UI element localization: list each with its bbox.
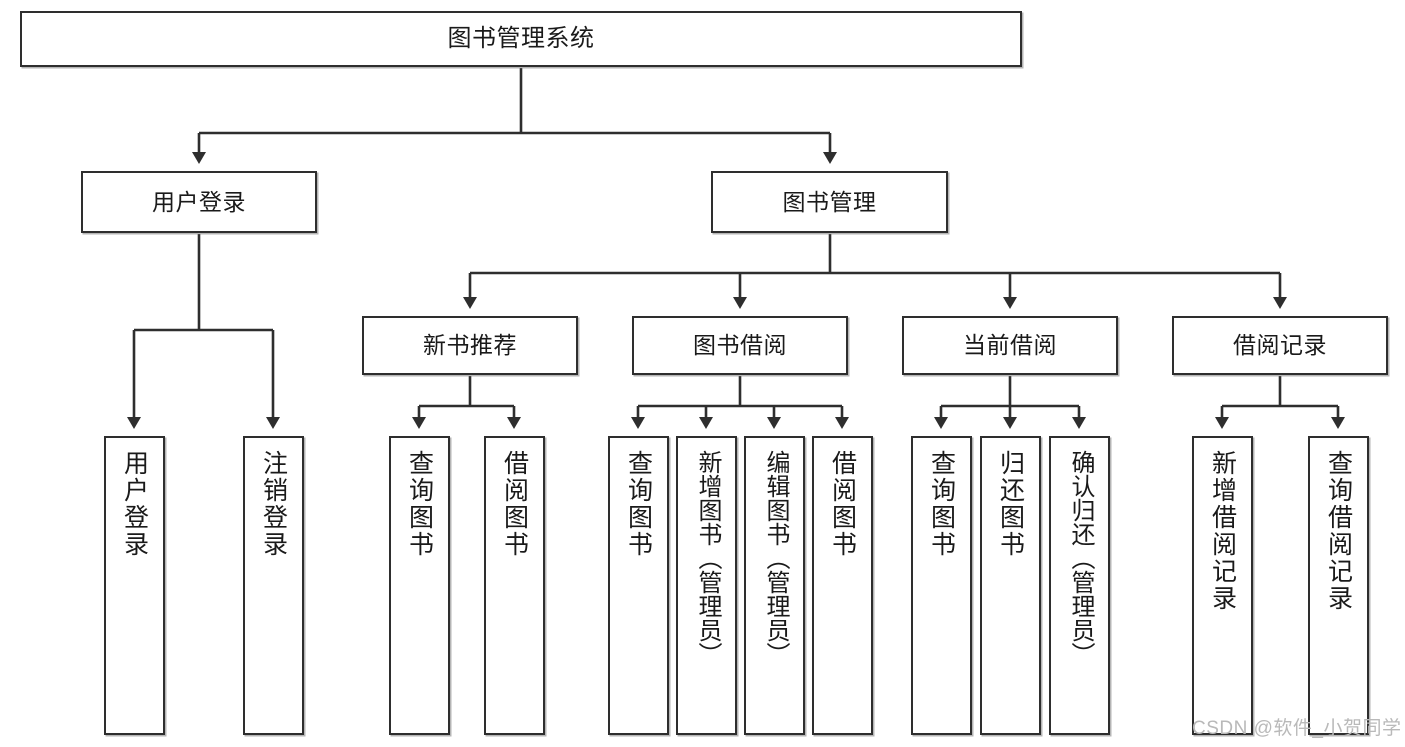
node-label: 查询图书 [927,450,956,558]
node-label: 借阅图书 [828,450,857,558]
node-book-manage[interactable]: 图书管理 [711,171,948,233]
node-leaf-return-book[interactable]: 归还图书 [980,436,1041,735]
node-leaf-confirm-return-admin[interactable]: 确认归还（管理员） [1049,436,1110,735]
node-user-login[interactable]: 用户登录 [81,171,317,233]
node-label: 查询图书 [405,450,434,558]
node-leaf-add-borrow-record[interactable]: 新增借阅记录 [1192,436,1253,735]
node-new-book-recommend[interactable]: 新书推荐 [362,316,578,375]
node-leaf-query-book-recommend[interactable]: 查询图书 [389,436,450,735]
node-label: 查询图书 [624,450,653,558]
node-leaf-query-borrow-record[interactable]: 查询借阅记录 [1308,436,1369,735]
node-leaf-query-book-current[interactable]: 查询图书 [911,436,972,735]
node-leaf-logout[interactable]: 注销登录 [243,436,304,735]
node-leaf-user-login[interactable]: 用户登录 [104,436,165,735]
node-label: 图书借阅 [693,332,787,359]
node-label: 新增图书（管理员） [693,450,721,666]
node-label: 编辑图书（管理员） [761,450,789,666]
node-leaf-query-book-borrow[interactable]: 查询图书 [608,436,669,735]
node-label: 确认归还（管理员） [1066,450,1094,666]
node-root-book-management-system[interactable]: 图书管理系统 [20,11,1022,67]
node-label: 借阅记录 [1233,332,1327,359]
node-borrow-record[interactable]: 借阅记录 [1172,316,1388,375]
node-leaf-borrow-book-recommend[interactable]: 借阅图书 [484,436,545,735]
node-label: 新增借阅记录 [1208,450,1237,612]
node-label: 借阅图书 [500,450,529,558]
node-current-borrow[interactable]: 当前借阅 [902,316,1118,375]
node-label: 注销登录 [259,450,288,558]
node-leaf-edit-book-admin[interactable]: 编辑图书（管理员） [744,436,805,735]
node-label: 当前借阅 [963,332,1057,359]
node-label: 用户登录 [120,450,149,558]
node-label: 归还图书 [996,450,1025,558]
node-label: 新书推荐 [423,332,517,359]
node-label: 图书管理系统 [447,25,595,53]
csdn-watermark: CSDN @软件_小贺同学 [1192,718,1402,739]
node-label: 查询借阅记录 [1324,450,1353,612]
node-leaf-borrow-book[interactable]: 借阅图书 [812,436,873,735]
node-label: 图书管理 [782,188,877,215]
node-leaf-add-book-admin[interactable]: 新增图书（管理员） [676,436,737,735]
node-book-borrow[interactable]: 图书借阅 [632,316,848,375]
node-label: 用户登录 [152,188,246,215]
